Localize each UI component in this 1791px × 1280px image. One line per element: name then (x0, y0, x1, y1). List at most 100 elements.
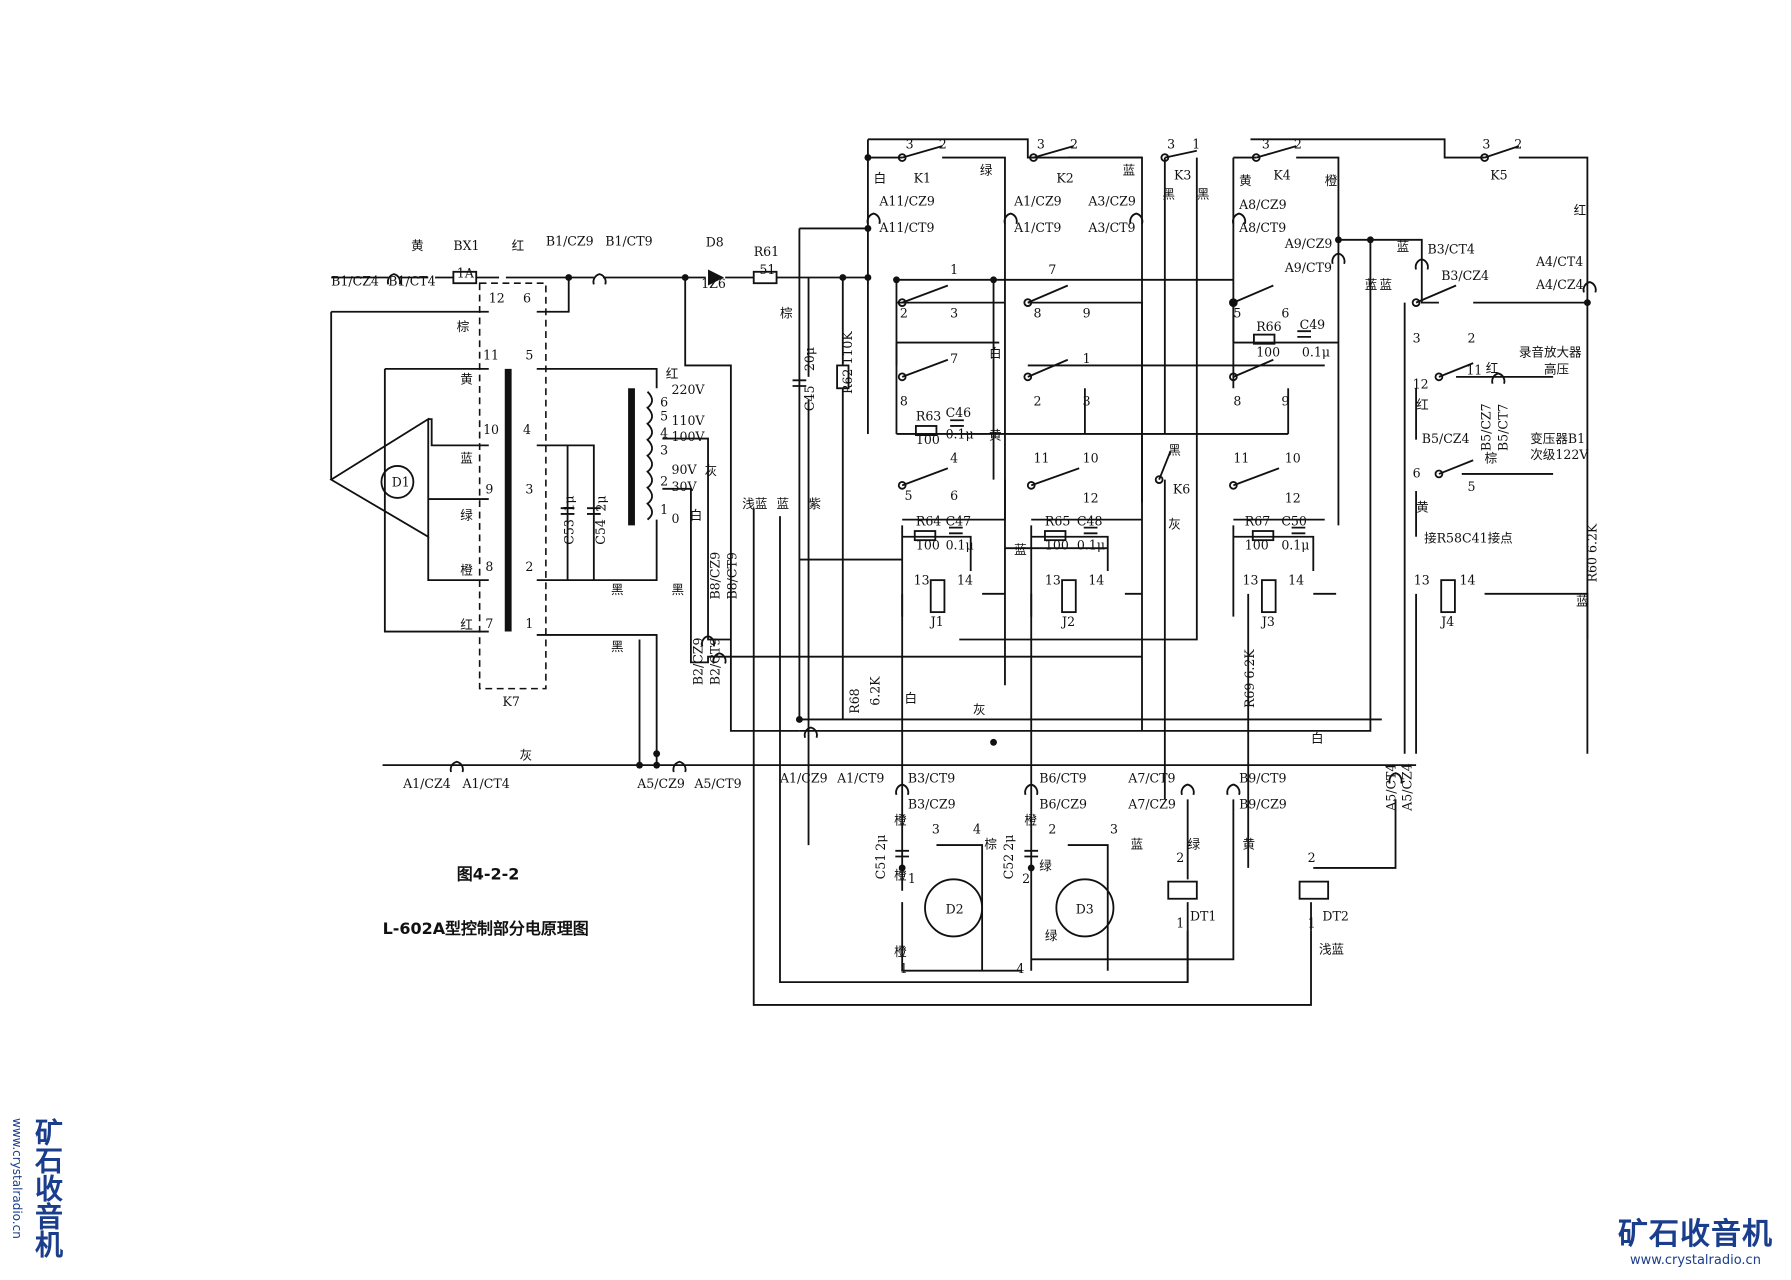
switch-contact (897, 372, 907, 382)
schematic-label: 绿 (1039, 858, 1052, 873)
schematic-label: 2 (660, 473, 668, 488)
switch-contact (1029, 153, 1038, 162)
switch-blade (901, 358, 949, 378)
schematic-label: B2/CZ9 (690, 637, 705, 685)
schematic-label: 2 (1022, 871, 1030, 886)
connector-socket (592, 273, 607, 285)
schematic-label: 录音放大器 (1519, 344, 1582, 359)
schematic-label: 3 (1110, 822, 1118, 837)
schematic-label: 5 (1233, 305, 1241, 320)
schematic-label: 8 (1034, 305, 1042, 320)
schematic-label: 1 (1176, 915, 1184, 930)
schematic-label: 3 (1413, 331, 1421, 346)
schematic-label: B1/CZ4 (331, 274, 379, 289)
schematic-label: 黄 (989, 428, 1002, 443)
wire (1518, 156, 1589, 754)
d3-motor-circle (1055, 878, 1115, 938)
schematic-label: 100V (671, 429, 705, 444)
schematic-label: B8/CZ9 (707, 552, 722, 600)
schematic-label: 蓝 (460, 451, 473, 466)
schematic-label: A1/CZ9 (1013, 194, 1062, 209)
schematic-label: A5/CZ9 (636, 776, 685, 791)
schematic-label: 13 (1045, 573, 1061, 588)
schematic-label: 11 (483, 348, 499, 363)
schematic-label: 9 (1281, 393, 1289, 408)
schematic-label: 3 (1037, 136, 1045, 151)
schematic-label: K3 (1174, 167, 1191, 182)
schematic-label: 红 (1486, 360, 1499, 375)
schematic-label: 绿 (980, 163, 993, 178)
switch-contact (1480, 153, 1489, 162)
wire (1484, 592, 1589, 640)
schematic-label: 棕 (984, 837, 997, 852)
schematic-label: 1 (1083, 351, 1091, 366)
wire (536, 634, 658, 754)
capacitor (1291, 526, 1306, 535)
schematic-label: D3 (1076, 902, 1094, 917)
schematic-label: A1/CT4 (462, 776, 510, 791)
switch-contact (1229, 481, 1238, 490)
switch-blade (1033, 145, 1074, 159)
schematic-label: 5 (660, 408, 668, 423)
schematic-label: 1 (950, 262, 958, 277)
schematic-label: 棕 (780, 305, 793, 320)
schematic-label: 10 (483, 422, 499, 437)
schematic-label: 9 (485, 481, 493, 496)
schematic-label: J1 (929, 614, 944, 629)
wire (902, 479, 1006, 521)
switch-blade (1233, 467, 1280, 487)
schematic-label: K4 (1273, 167, 1290, 182)
schematic-label: 次级122V (1530, 447, 1589, 462)
schematic-label: 2μ (873, 835, 888, 851)
schematic-label: 白 (989, 345, 1002, 360)
schematic-label: 0.1μ (1077, 537, 1105, 552)
schematic-label: A5/CZ4 (1400, 763, 1415, 812)
schematic-label: 100 (1245, 537, 1269, 552)
schematic-label: D8 (706, 235, 724, 250)
wire (427, 536, 489, 582)
schematic-label: 13 (1242, 573, 1258, 588)
connector-socket (672, 760, 687, 773)
schematic-label: 7 (485, 616, 493, 631)
schematic-label: 1μ (561, 495, 576, 511)
schematic-label: 6 (660, 395, 668, 410)
schematic-label: R63 (916, 408, 941, 423)
schematic-label: 13 (1414, 573, 1430, 588)
switch-contact (897, 153, 907, 162)
schematic-label: 0 (671, 511, 679, 526)
schematic-label: B1/CZ9 (546, 234, 594, 249)
schematic-label: 2 (1514, 136, 1522, 151)
resistor (1253, 333, 1276, 345)
schematic-label: 红 (666, 366, 679, 381)
schematic-label: 橙 (1325, 173, 1338, 188)
switch-blade (1030, 467, 1080, 487)
schematic-label: 11 (1466, 363, 1482, 378)
schematic-label: R62 110K (840, 331, 855, 394)
switch-blade (1415, 284, 1457, 304)
schematic-label: J3 (1260, 614, 1275, 629)
switch-blade (1255, 145, 1297, 159)
schematic-label: 2 (525, 559, 533, 574)
schematic-label: R65 (1045, 513, 1070, 528)
schematic-label: 5 (904, 488, 912, 503)
schematic-label: 1 (900, 961, 908, 976)
schematic-label: 3 (1262, 136, 1270, 151)
figure-number: 图4-2-2 (457, 864, 520, 883)
components (329, 145, 1597, 938)
wire (902, 535, 972, 571)
switch-blade (901, 145, 943, 159)
schematic-label: 2 (1048, 822, 1056, 837)
schematic-label: 13 (914, 573, 930, 588)
schematic-label: A9/CT9 (1284, 260, 1332, 275)
schematic-label: 3 (906, 136, 914, 151)
schematic-label: R61 (754, 244, 779, 259)
connector-socket (1024, 783, 1039, 796)
schematic-label: 灰 (705, 463, 718, 478)
fuse-bx1 (452, 270, 478, 285)
schematic-label: A7/CZ9 (1127, 797, 1176, 812)
junction-dot (565, 274, 573, 281)
solenoid-dt1 (1167, 880, 1198, 900)
schematic-label: B6/CZ9 (1039, 797, 1087, 812)
schematic-label: 2 (939, 136, 947, 151)
schematic-label: K1 (914, 171, 931, 186)
